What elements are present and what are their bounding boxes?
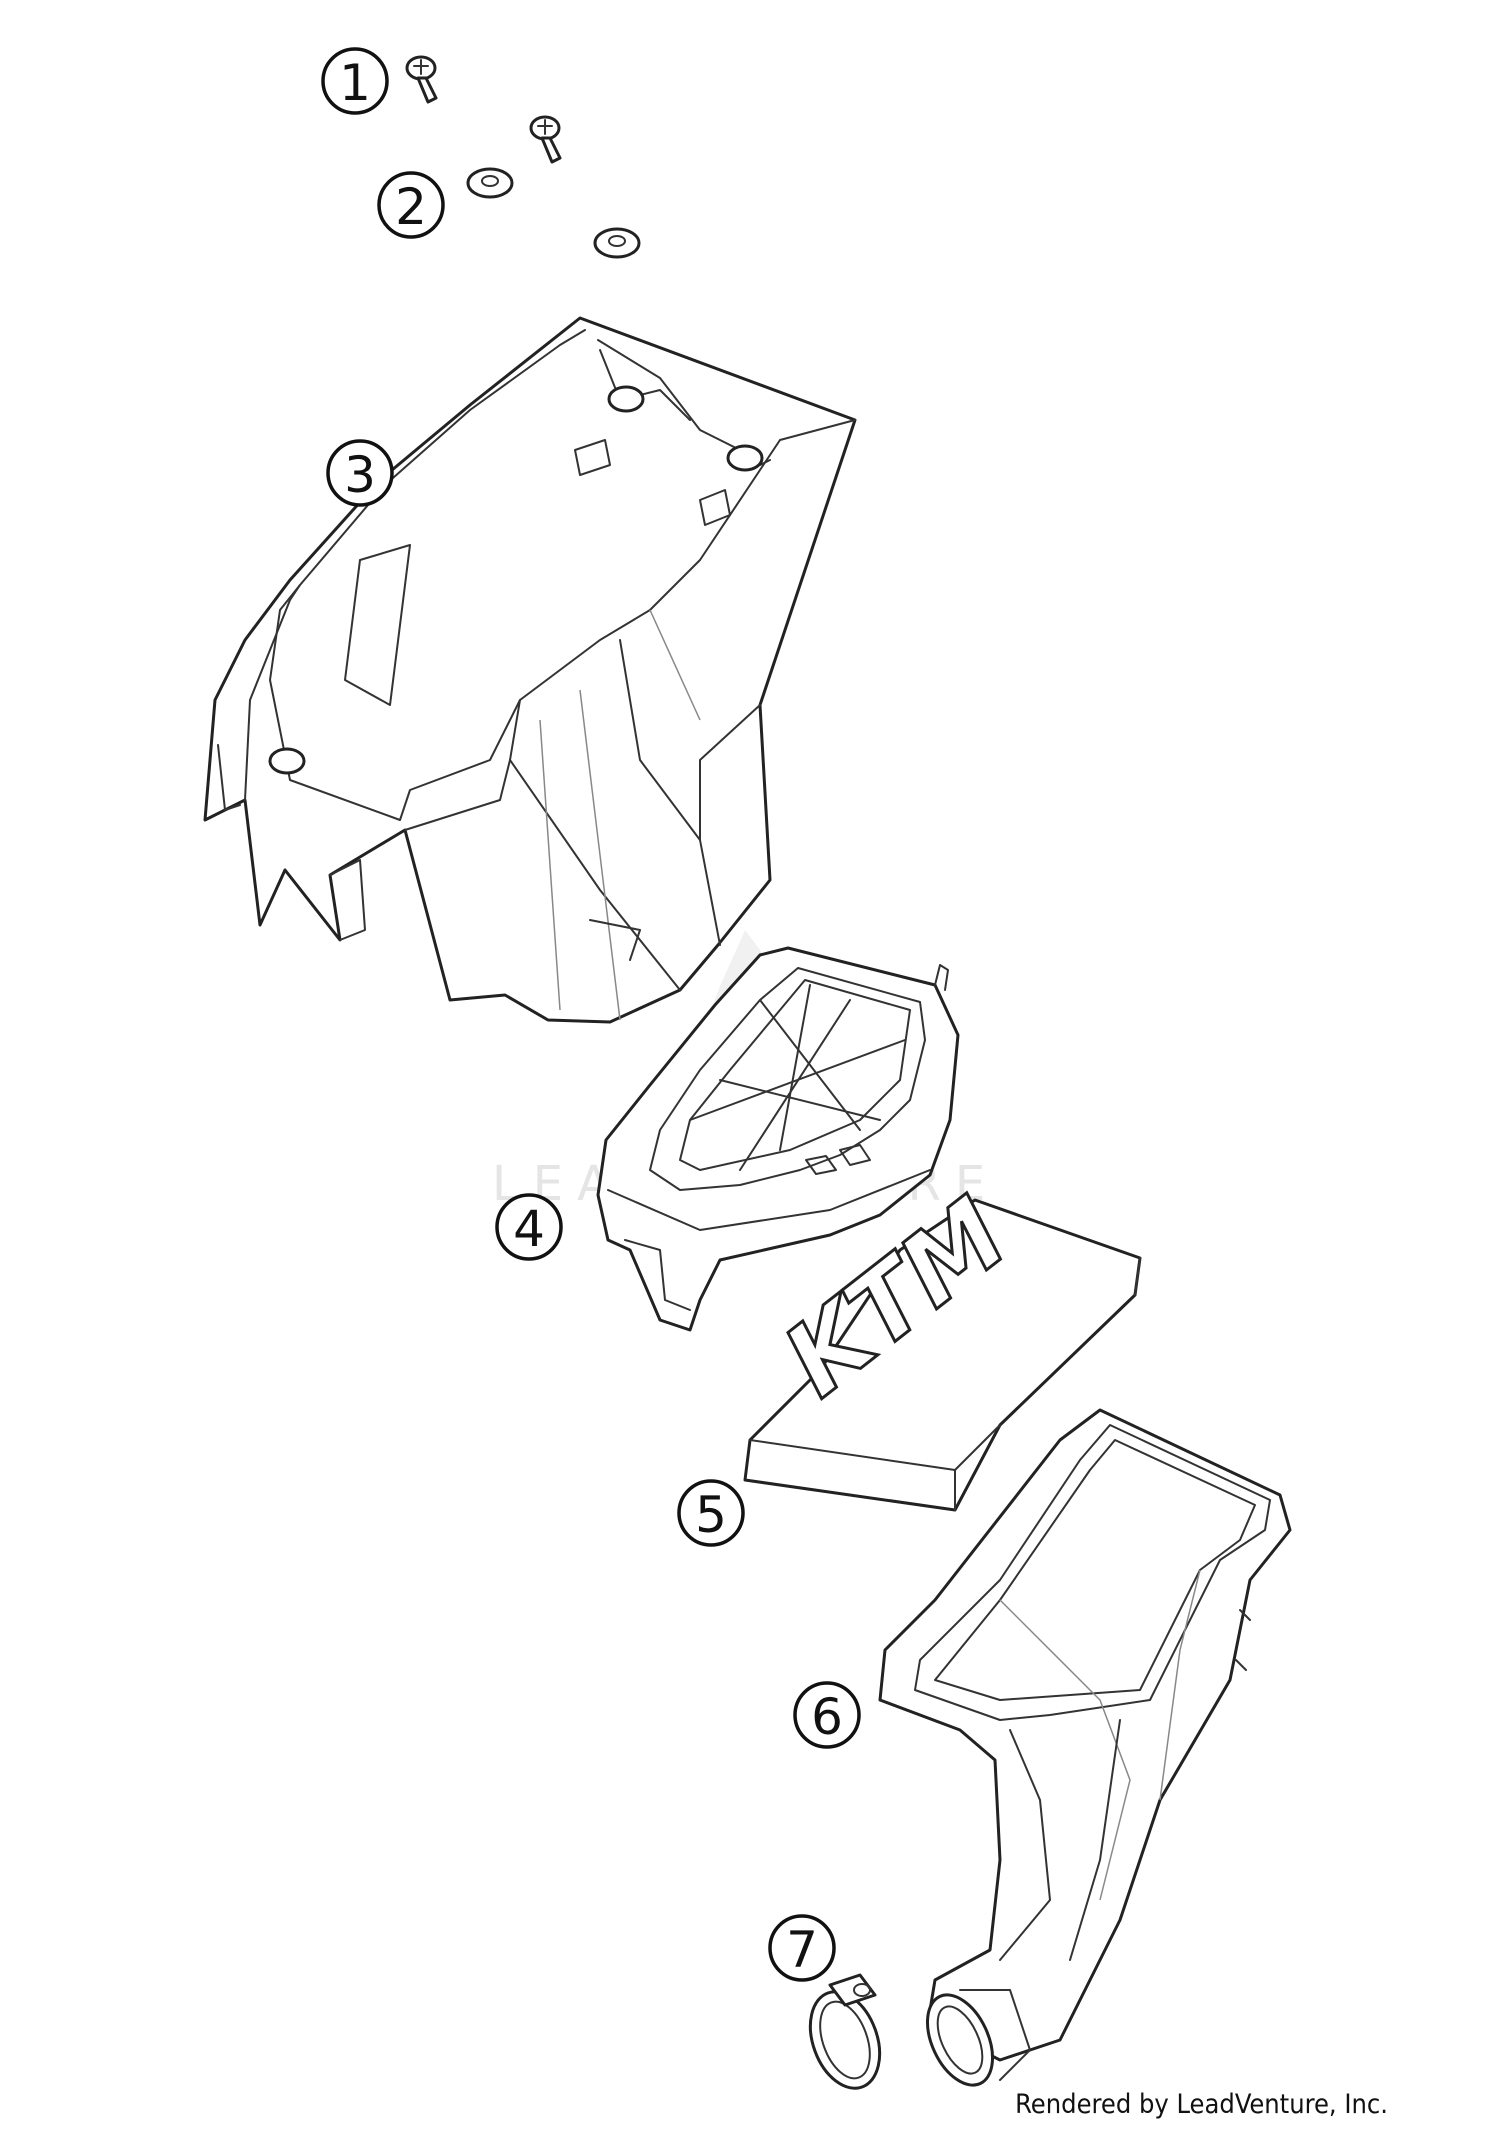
callout-4: 4 bbox=[495, 1193, 563, 1261]
render-credit: Rendered by LeadVenture, Inc. bbox=[1015, 2089, 1388, 2120]
callout-1-label: 1 bbox=[339, 54, 371, 112]
part-7-hose-clamp bbox=[808, 1973, 882, 2090]
callout-6-label: 6 bbox=[811, 1688, 843, 1746]
part-1-screw bbox=[405, 55, 438, 104]
callout-7: 7 bbox=[768, 1914, 836, 1982]
callout-3: 3 bbox=[326, 439, 394, 507]
part-2-washer bbox=[593, 227, 641, 259]
callout-4-label: 4 bbox=[513, 1200, 545, 1258]
part-2-washer bbox=[466, 167, 514, 199]
part-6-intake-boot bbox=[878, 1408, 1292, 2087]
callout-6: 6 bbox=[793, 1681, 861, 1749]
callout-5: 5 bbox=[677, 1479, 745, 1547]
callout-3-label: 3 bbox=[344, 446, 376, 504]
part-4-filter-cage bbox=[596, 946, 960, 1332]
part-3-airbox bbox=[203, 316, 857, 1024]
callout-2-label: 2 bbox=[395, 178, 427, 236]
callout-5-label: 5 bbox=[695, 1486, 727, 1544]
callout-1: 1 bbox=[321, 47, 389, 115]
callout-7-label: 7 bbox=[786, 1921, 818, 1979]
callout-2: 2 bbox=[377, 171, 445, 239]
part-1-screw bbox=[529, 115, 562, 164]
